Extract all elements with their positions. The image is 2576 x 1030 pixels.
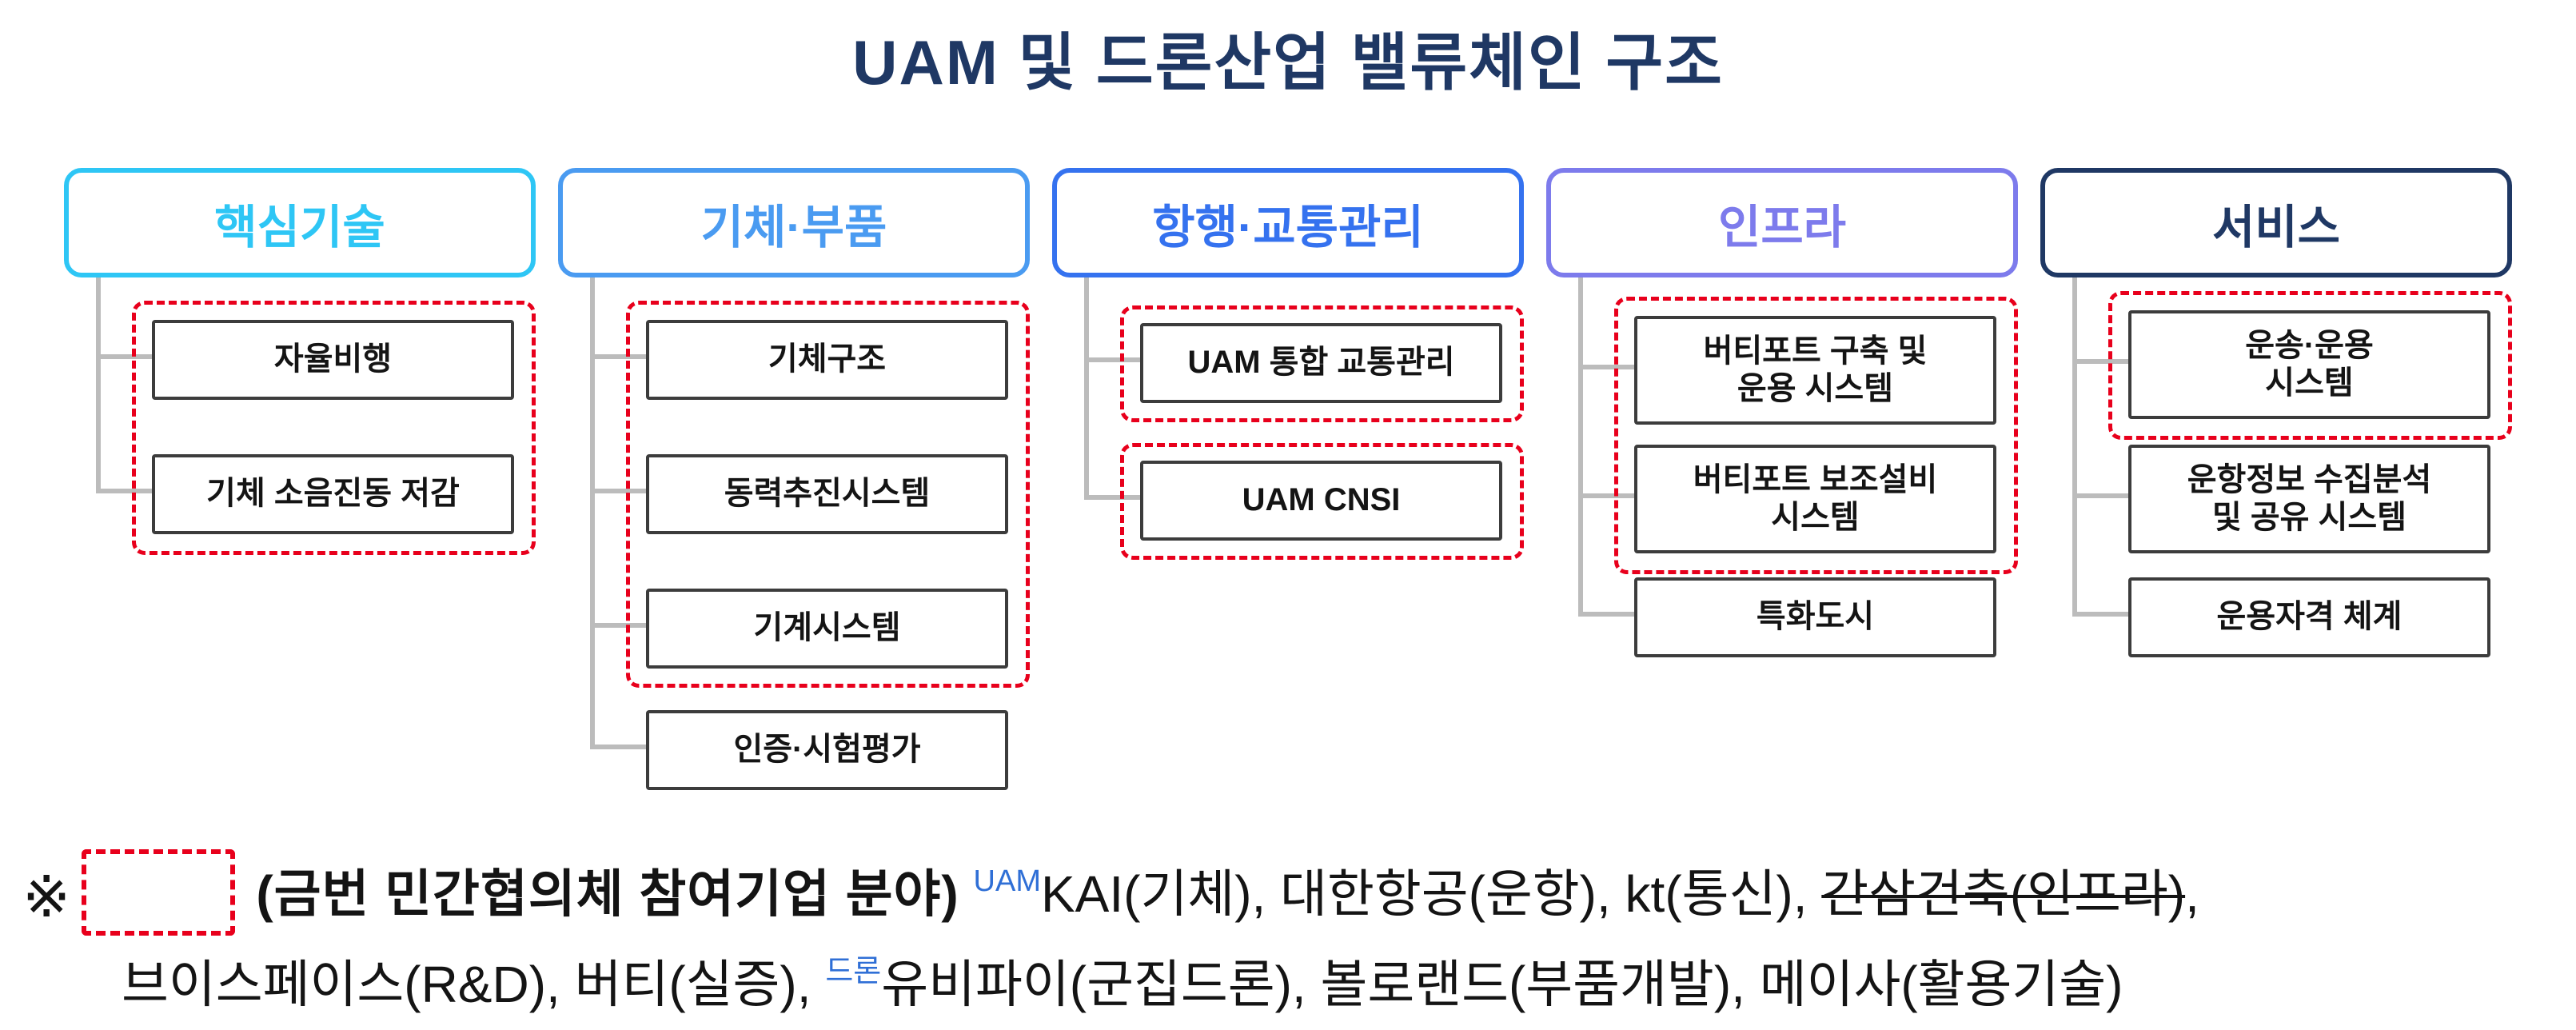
header-navigation-traffic: 항행·교통관리: [1052, 168, 1524, 277]
drone-superscript: 드론: [825, 955, 882, 988]
connector-line: [96, 489, 152, 493]
connector-line: [590, 268, 595, 747]
uam-superscript: UAM: [973, 864, 1041, 898]
connector-line: [96, 268, 101, 491]
connector-line: [1084, 357, 1140, 362]
dashed-highlight-uam-traffic: [1120, 305, 1524, 422]
header-service: 서비스: [2040, 168, 2512, 277]
footnote-companies-drone: 유비파이(군집드론), 볼로랜드(부품개발), 메이사(활용기술): [881, 956, 2123, 1013]
connector-line: [590, 745, 646, 749]
header-airframe-parts: 기체·부품: [558, 168, 1030, 277]
connector-line: [2072, 493, 2128, 498]
reference-mark: ※: [22, 865, 71, 929]
node-vertiport-construction-operation: 버티포트 구축 및 운용 시스템: [1634, 316, 1996, 425]
connector-line: [1578, 612, 1634, 617]
node-vertiport-auxiliary-systems: 버티포트 보조설비 시스템: [1634, 445, 1996, 553]
dashed-highlight-uam-cnsi: [1120, 443, 1524, 560]
connector-line: [2072, 359, 2128, 364]
footnote-struck-company: 간삼건축(인프라): [1821, 865, 2186, 923]
footnote-line1-tail: ,: [2185, 865, 2199, 923]
connector-line: [96, 354, 152, 359]
node-airframe-structure: 기체구조: [646, 320, 1008, 400]
node-transport-operation-system: 운송·운용 시스템: [2128, 310, 2490, 419]
node-flight-info-sharing-system: 운항정보 수집분석 및 공유 시스템: [2128, 445, 2490, 553]
connector-line: [2072, 268, 2077, 614]
connector-line: [1578, 268, 1583, 614]
footnote-companies-pre: 브이스페이스(R&D), 버티(실증),: [122, 956, 811, 1013]
footnote-companies-uam: KAI(기체), 대한항공(운항), kt(통신),: [1040, 865, 1808, 923]
connector-line: [1578, 365, 1634, 369]
connector-line: [1084, 268, 1089, 497]
node-autonomous-flight: 자율비행: [152, 320, 514, 400]
node-specialized-city: 특화도시: [1634, 577, 1996, 657]
diagram-title: UAM 및 드론산업 밸류체인 구조: [852, 27, 1724, 98]
node-uam-traffic-management: UAM 통합 교통관리: [1140, 323, 1502, 403]
connector-line: [590, 489, 646, 493]
header-infrastructure: 인프라: [1546, 168, 2018, 277]
connector-line: [1578, 493, 1634, 498]
node-uam-cnsi: UAM CNSI: [1140, 461, 1502, 541]
connector-line: [1084, 495, 1140, 500]
node-certification-test: 인증·시험평가: [646, 710, 1008, 790]
footnote-heading: (금번 민간협의체 참여기업 분야): [256, 865, 959, 923]
dashed-highlight-vertiport: [1614, 297, 2018, 574]
legend-dashed-box: [82, 849, 236, 936]
footnote-line-1: ※ (금번 민간협의체 참여기업 분야) UAMKAI(기체), 대한항공(운항)…: [22, 849, 2199, 936]
dashed-highlight-transport-operation: [2108, 291, 2512, 440]
node-mechanical-system: 기계시스템: [646, 589, 1008, 669]
header-core-technology: 핵심기술: [64, 168, 536, 277]
node-propulsion-system: 동력추진시스템: [646, 454, 1008, 534]
connector-line: [590, 623, 646, 628]
connector-line: [2072, 612, 2128, 617]
node-operation-qualification: 운용자격 체계: [2128, 577, 2490, 657]
dashed-highlight-airframe: [626, 301, 1030, 688]
footnote-line-2: 브이스페이스(R&D), 버티(실증), 드론유비파이(군집드론), 볼로랜드(…: [122, 944, 2123, 1017]
connector-line: [590, 354, 646, 359]
dashed-highlight-core-tech: [132, 301, 536, 555]
node-noise-vibration-reduction: 기체 소음진동 저감: [152, 454, 514, 534]
